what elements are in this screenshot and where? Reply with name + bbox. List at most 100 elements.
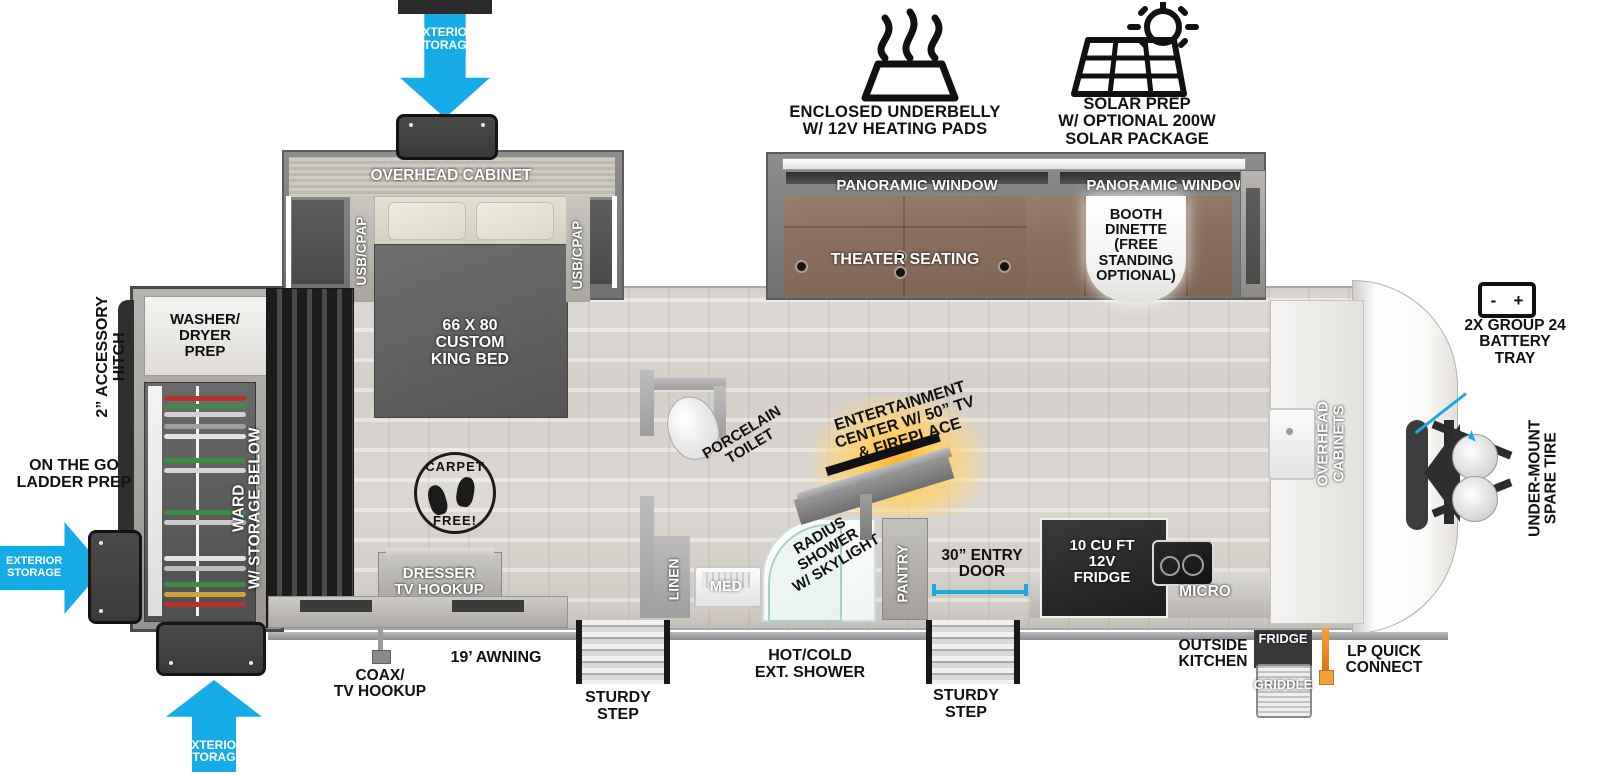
hanging-garment bbox=[164, 510, 246, 515]
carpet-free-badge: CARPET FREE! bbox=[414, 452, 496, 534]
slideout-edge-right bbox=[612, 196, 617, 288]
bath-wall-upper-left bbox=[640, 370, 654, 436]
entertainment-center-pedestal bbox=[860, 494, 872, 540]
exterior-storage-top-arrow: EXTERIOR STORAGE bbox=[400, 12, 490, 118]
coax-tv-hookup-label: COAX/ TV HOOKUP bbox=[333, 667, 427, 701]
sink-faucet bbox=[1286, 428, 1293, 435]
hanging-garment bbox=[164, 424, 246, 429]
micro-label: MICRO bbox=[1179, 583, 1231, 600]
outside-kitchen-fridge bbox=[1254, 630, 1312, 668]
sofa-seam bbox=[903, 196, 905, 296]
usb-cpap-left-label: USB/CPAP bbox=[353, 216, 369, 286]
spare-tire-upper bbox=[1452, 434, 1498, 480]
fridge-label: 10 CU FT 12V FRIDGE bbox=[1069, 537, 1135, 586]
washer-dryer-prep-box bbox=[144, 296, 268, 376]
floor-vent-right bbox=[452, 600, 524, 612]
entry-door-tick-left bbox=[932, 584, 936, 596]
exterior-storage-compartment-top bbox=[396, 114, 498, 160]
accessory-hitch-label: 2” ACCESSORY HITCH bbox=[94, 296, 128, 418]
boot-print-left-icon bbox=[425, 483, 450, 517]
outside-kitchen-griddle bbox=[1256, 664, 1312, 718]
bath-wall-lower-left bbox=[640, 496, 654, 618]
pillow-left bbox=[388, 202, 466, 240]
solar-prep-label: SOLAR PREP W/ OPTIONAL 200W SOLAR PACKAG… bbox=[1058, 95, 1216, 148]
carpet-free-top-text: CARPET bbox=[425, 459, 485, 474]
ok-fridge-label: FRIDGE bbox=[1258, 631, 1308, 646]
sturdy-step-left-label: STURDY STEP bbox=[585, 689, 651, 723]
lp-quick-connect-label: LP QUICK CONNECT bbox=[1345, 643, 1423, 677]
battery-plus-symbol: + bbox=[1513, 290, 1524, 310]
hanging-garment bbox=[164, 582, 246, 587]
coax-stem bbox=[378, 626, 383, 652]
med-label: MED bbox=[709, 579, 743, 595]
cooktop-burner bbox=[1160, 556, 1180, 576]
dinette-seam bbox=[1186, 196, 1188, 296]
hanging-garment bbox=[164, 404, 246, 409]
roof-vent-top bbox=[398, 0, 492, 14]
wardrobe-door-edge bbox=[148, 386, 162, 616]
hanging-garment bbox=[164, 566, 246, 571]
overhead-cabinet-box bbox=[288, 156, 616, 198]
pillow-right bbox=[476, 202, 554, 240]
spare-tire-label: UNDER-MOUNT SPARE TIRE bbox=[1526, 419, 1560, 537]
ok-griddle-label: GRIDDLE bbox=[1253, 677, 1313, 692]
exterior-storage-compartment-bottom bbox=[156, 622, 266, 676]
overhead-cabinet-label: OVERHEAD CABINET bbox=[370, 167, 532, 184]
hanging-garment bbox=[164, 592, 246, 597]
lp-connector-tip bbox=[1319, 670, 1334, 685]
sturdy-step-left bbox=[576, 620, 670, 684]
booth-dinette-label: BOOTH DINETTE (FREE STANDING OPTIONAL) bbox=[1096, 207, 1176, 284]
wardrobe-label: WARD W/ STORAGE BELOW bbox=[230, 427, 264, 590]
pantry-label: PANTRY bbox=[895, 544, 912, 603]
dinette-seam bbox=[1084, 196, 1086, 296]
fridge bbox=[1040, 518, 1168, 618]
theater-seating-label: THEATER SEATING bbox=[830, 251, 980, 268]
hanging-garment bbox=[164, 602, 246, 607]
cooktop-burner bbox=[1182, 554, 1204, 576]
sofa-button bbox=[896, 268, 905, 277]
panoramic-window-glass-2 bbox=[1060, 172, 1244, 184]
nightstand-right bbox=[566, 196, 590, 302]
battery-tray-label: 2X GROUP 24 BATTERY TRAY bbox=[1464, 317, 1566, 367]
hanging-garment bbox=[164, 520, 246, 525]
sofa-button bbox=[797, 262, 806, 271]
nose-trim bbox=[1406, 420, 1428, 530]
hanging-garment bbox=[164, 412, 246, 417]
louvered-closet-doors bbox=[266, 288, 354, 628]
overhead-cabinets-label: OVERHEAD CABINETS bbox=[1314, 401, 1347, 487]
hot-cold-shower-label: HOT/COLD EXT. SHOWER bbox=[754, 647, 866, 681]
awning-label: 19’ AWNING bbox=[450, 649, 542, 666]
king-bed bbox=[374, 244, 568, 418]
exterior-storage-bottom-arrow: EXTERIOR STORAGE bbox=[166, 680, 262, 772]
exterior-storage-bottom-label: EXTERIOR STORAGE bbox=[183, 737, 245, 765]
entry-door-label: 30” ENTRY DOOR bbox=[941, 547, 1023, 581]
entry-door-tick-right bbox=[1024, 584, 1028, 596]
hanging-garment bbox=[164, 556, 246, 561]
carpet-free-bottom-text: FREE! bbox=[433, 513, 477, 528]
solar-panel-icon bbox=[1070, 0, 1200, 107]
entry-door-width-bar bbox=[932, 590, 1028, 594]
slideout-end-window bbox=[1246, 188, 1260, 284]
theater-seating bbox=[784, 196, 1026, 296]
hanging-garment bbox=[164, 396, 246, 401]
chassis-frame-line bbox=[268, 632, 1448, 640]
hanging-garment bbox=[164, 434, 246, 439]
ladder-prep-label: ON THE GO LADDER PREP bbox=[16, 457, 132, 491]
panoramic-window-label-2: PANORAMIC WINDOW bbox=[1086, 177, 1248, 194]
pantry bbox=[882, 518, 928, 620]
dresser-label: DRESSER TV HOOKUP bbox=[394, 565, 484, 598]
kitchen-sink bbox=[1268, 408, 1316, 480]
hanging-garment bbox=[164, 458, 246, 463]
wardrobe-rod bbox=[196, 386, 199, 616]
dresser-top bbox=[386, 548, 494, 558]
sturdy-step-right-label: STURDY STEP bbox=[933, 687, 999, 721]
hanging-garment bbox=[164, 468, 246, 473]
exterior-storage-left-label: EXTERIOR STORAGE bbox=[6, 555, 63, 579]
vanity-detail bbox=[702, 572, 750, 588]
coax-jack bbox=[372, 650, 391, 664]
slideout-edge-left bbox=[286, 196, 291, 288]
panoramic-window-label-1: PANORAMIC WINDOW bbox=[836, 177, 998, 194]
sturdy-step-right bbox=[926, 620, 1020, 684]
enclosed-underbelly-label: ENCLOSED UNDERBELLY W/ 12V HEATING PADS bbox=[789, 103, 1001, 139]
